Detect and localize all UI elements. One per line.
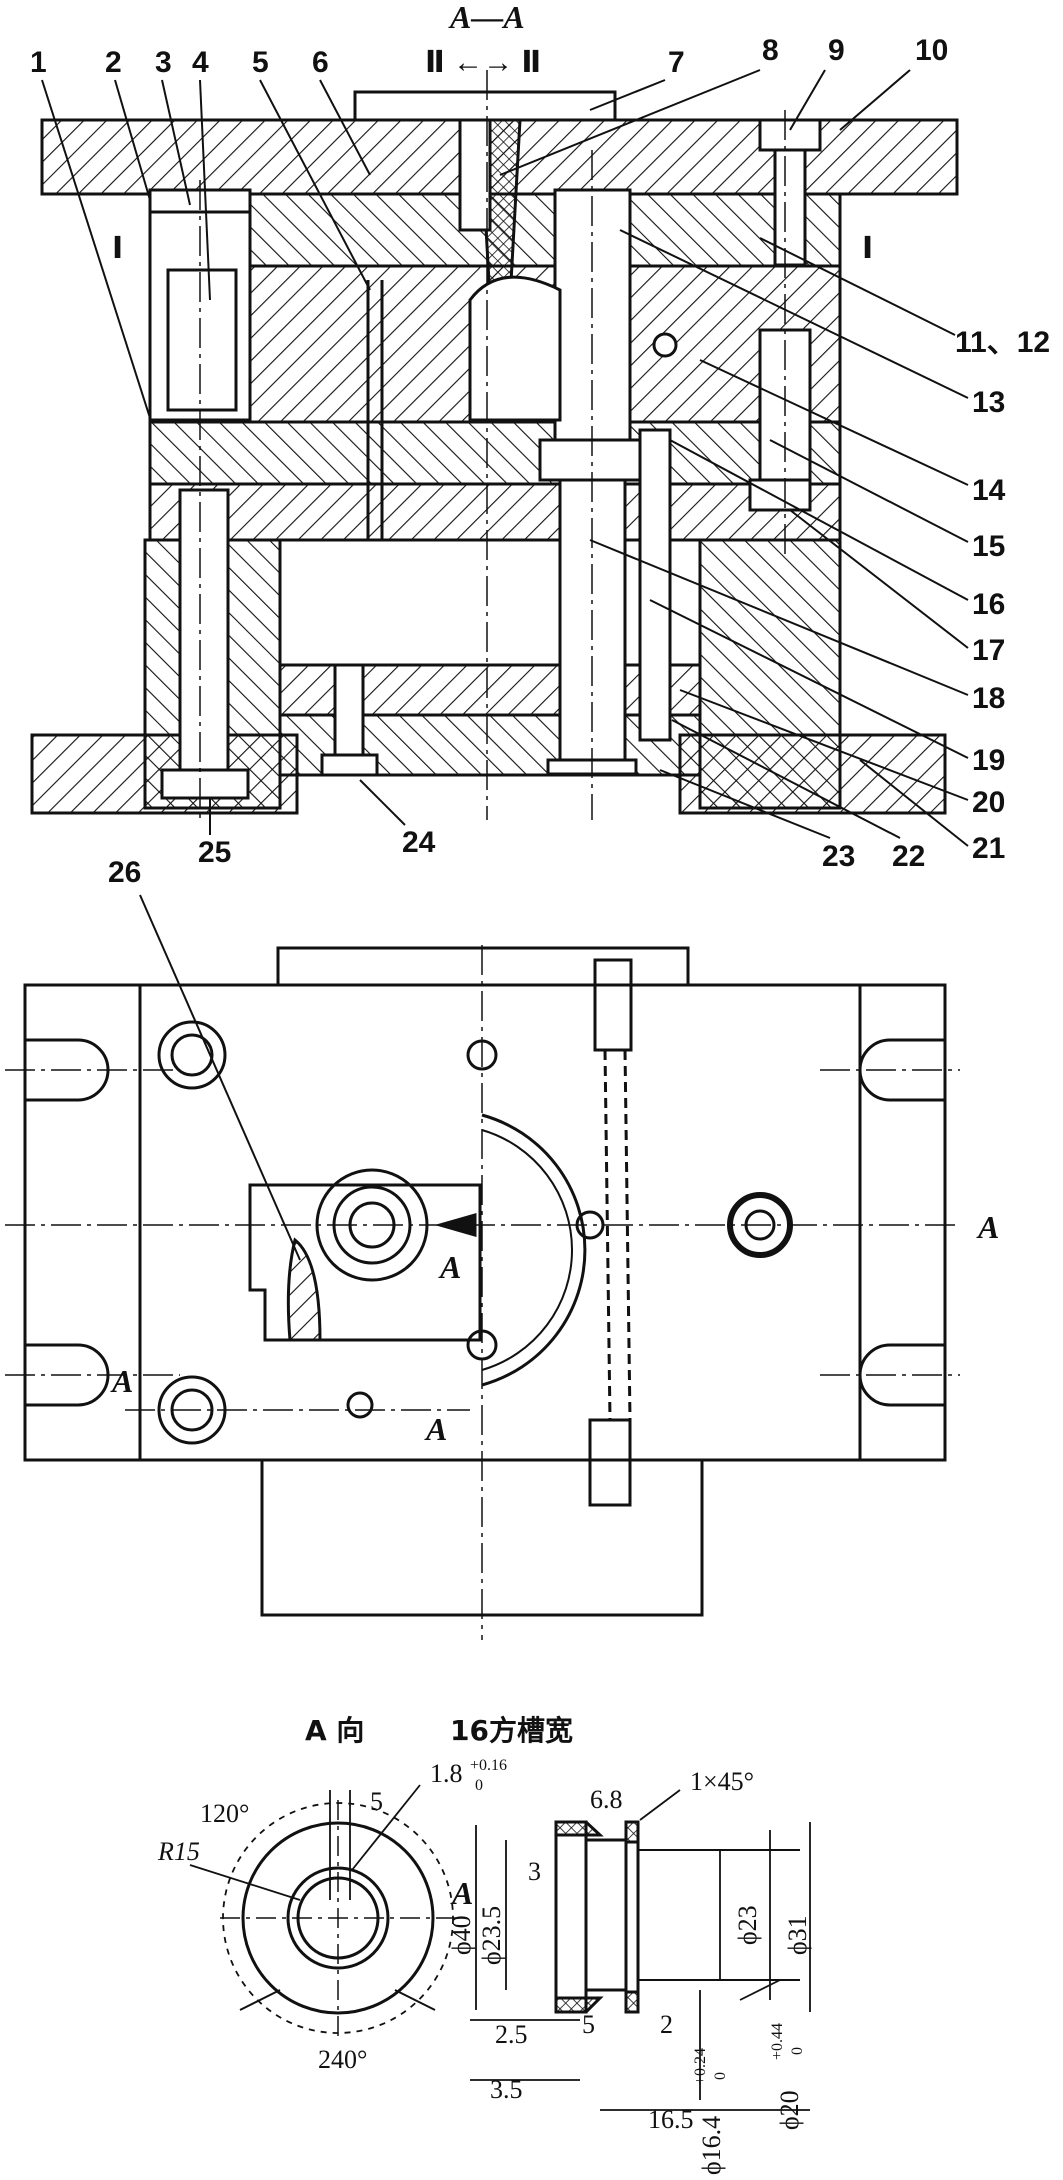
callout-3: 3 <box>155 46 172 79</box>
dim-phi31: ϕ31 <box>783 1915 812 1955</box>
plan-outline <box>23 983 947 1462</box>
dim-phi16-4-tol-lo: 0 <box>712 2072 729 2080</box>
callout-5: 5 <box>252 46 269 79</box>
top-callouts: 1 2 3 4 5 6 7 8 9 10 <box>30 34 948 79</box>
callout-8: 8 <box>762 34 779 67</box>
callout-2: 2 <box>105 46 122 79</box>
callout-1: 1 <box>30 46 47 79</box>
callout-10: 10 <box>915 34 948 67</box>
callout-21: 21 <box>972 832 1005 865</box>
right-callouts: 11、12 13 14 15 16 17 18 19 20 21 22 23 <box>822 326 1050 873</box>
section-view <box>30 90 959 815</box>
dim-240: 240° <box>318 2045 367 2074</box>
callout-14: 14 <box>972 474 1006 507</box>
dim-phi20-tol-lo: 0 <box>789 2047 806 2055</box>
plan-a-right: A <box>976 1209 999 1245</box>
plan-a-center: A <box>438 1249 461 1285</box>
callout-23: 23 <box>822 840 855 873</box>
detail-caption-right: 16方槽宽 <box>450 1714 573 1747</box>
core-plate <box>148 420 842 486</box>
callout-6: 6 <box>312 46 329 79</box>
dim-1-8-tol-lo: 0 <box>475 1777 483 1794</box>
callout-18: 18 <box>972 682 1005 715</box>
dim-r15: R15 <box>157 1837 200 1866</box>
dim-phi23: ϕ23 <box>733 1905 762 1945</box>
callout-22: 22 <box>892 840 925 873</box>
callout-26: 26 <box>108 856 141 889</box>
callout-13: 13 <box>972 386 1005 419</box>
dim-5: 5 <box>370 1787 383 1816</box>
callout-9: 9 <box>828 34 845 67</box>
dim-2: 2 <box>660 2010 673 2039</box>
dim-phi20-tol-up: +0.44 <box>769 2023 786 2060</box>
plan-a-left: A <box>110 1363 133 1399</box>
callout-7: 7 <box>668 46 685 79</box>
detail-a-mark: A <box>450 1875 473 1911</box>
roman-right: Ⅰ <box>862 232 873 265</box>
callout-19: 19 <box>972 744 1005 777</box>
dim-1-8: 1.8 <box>430 1759 463 1788</box>
dim-1-8-tol-up: +0.16 <box>470 1757 507 1774</box>
plan-a-bottom: A <box>424 1411 447 1447</box>
section-arrow-label: Ⅱ ←→ Ⅱ <box>425 46 541 79</box>
support-plate <box>148 482 842 542</box>
callout-11-12: 11、12 <box>955 326 1050 359</box>
callout-24: 24 <box>402 826 436 859</box>
callout-16: 16 <box>972 588 1005 621</box>
callout-15: 15 <box>972 530 1005 563</box>
callout-25: 25 <box>198 836 231 869</box>
dim-2-5: 2.5 <box>495 2020 528 2049</box>
plan-view <box>23 946 947 1617</box>
dim-chamfer: 1×45° <box>690 1767 754 1796</box>
a-view <box>220 1800 460 2040</box>
dim-phi40: ϕ40 <box>447 1915 476 1955</box>
detail-caption-left: A 向 <box>305 1714 364 1747</box>
callout-20: 20 <box>972 786 1005 819</box>
callout-4: 4 <box>192 46 209 79</box>
dim-phi23-5: ϕ23.5 <box>477 1906 506 1965</box>
side-section <box>554 1820 800 2014</box>
dim-phi16-4: ϕ16.4 <box>697 2116 726 2175</box>
section-title: A—A <box>448 0 525 35</box>
dim-3: 3 <box>528 1857 541 1886</box>
dim-6-8: 6.8 <box>590 1785 623 1814</box>
dim-5b: 5 <box>582 2010 595 2039</box>
dim-120: 120° <box>200 1799 249 1828</box>
callout-17: 17 <box>972 634 1005 667</box>
roman-left: Ⅰ <box>112 232 123 265</box>
